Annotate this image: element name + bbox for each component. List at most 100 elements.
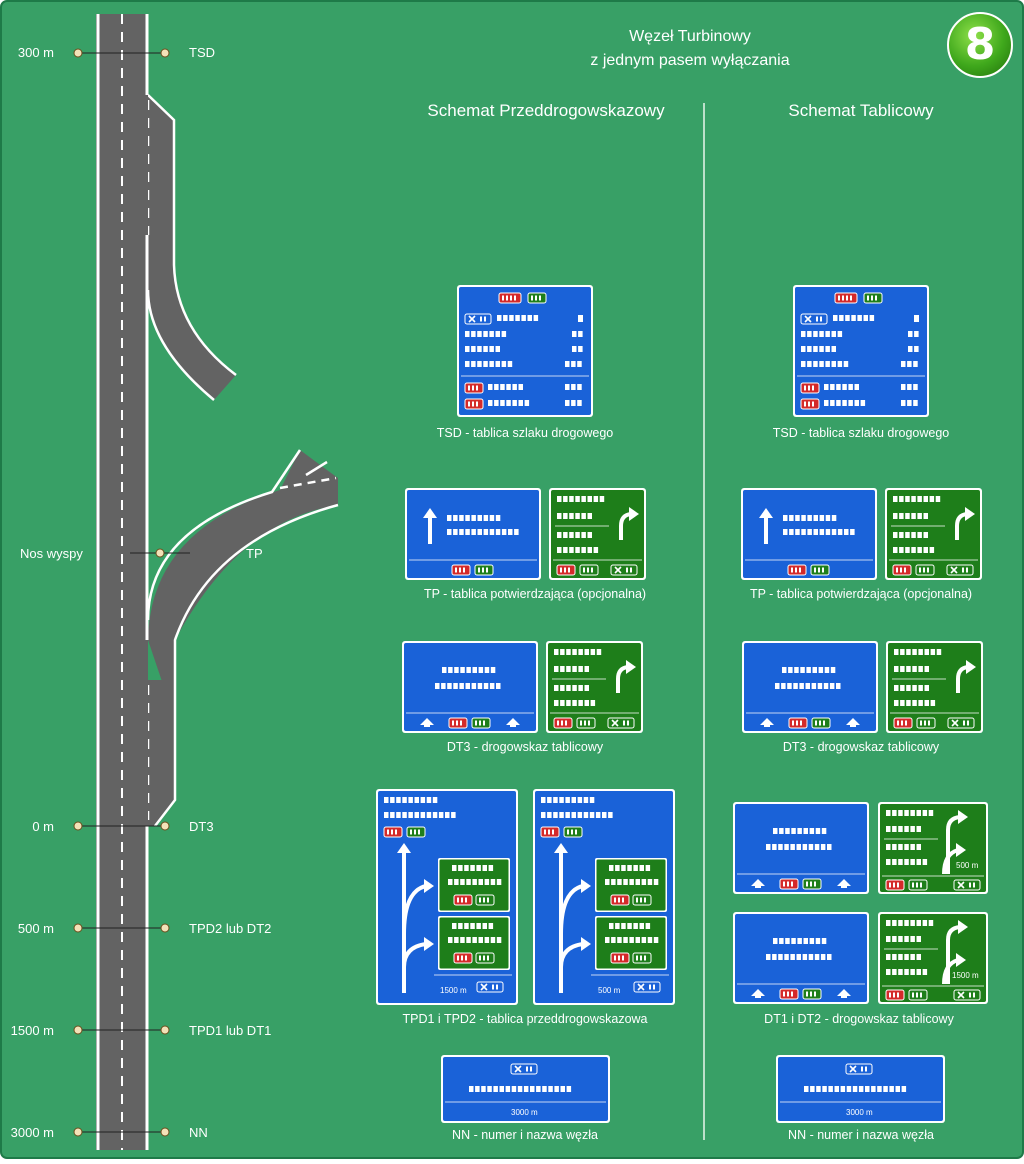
text-block [827,954,832,960]
route-ref-bar [461,955,463,961]
text-block [484,667,490,673]
route-ref-bar [468,401,470,407]
text-block [590,700,596,706]
route-ref-bar [812,385,814,391]
text-block [894,685,899,691]
text-block [478,879,483,885]
text-block [789,515,794,521]
text-block [488,865,494,871]
text-block [605,879,610,885]
text-block [563,547,568,553]
route-ref-bar [455,567,457,573]
route-ref-bar [452,720,454,726]
text-block [905,532,910,538]
route-ref-bar [531,295,533,301]
route-ref-bar [552,829,554,835]
text-block [589,797,595,803]
junction-symbol [957,991,965,999]
text-block [807,529,812,535]
text-block [499,1086,504,1092]
text-block [908,331,913,337]
text-block [886,920,891,926]
text-block [452,865,457,871]
junction-symbol [951,719,959,727]
text-block [893,513,898,519]
text-block [900,666,905,672]
text-block [384,797,389,803]
text-block [554,1086,559,1092]
text-block [836,683,841,689]
text-block [898,859,903,865]
text-block [384,812,389,818]
text-block [453,683,458,689]
junction-bar [496,984,498,990]
text-block [893,496,898,502]
sign-face [795,287,927,415]
text-block [490,937,496,943]
text-block [495,361,500,367]
text-block [910,810,915,816]
text-block [581,547,586,553]
text-block [581,532,586,538]
text-block [815,828,821,834]
text-block [910,969,915,975]
junction-bar [969,992,971,998]
text-block [496,937,502,943]
caption-right-tp: TP - tablica potwierdzająca (opcjonalna) [749,587,973,601]
text-block [566,666,571,672]
route-ref-bar [548,829,550,835]
text-block [587,532,592,538]
text-block [912,649,917,655]
text-block [825,361,830,367]
text-block [783,529,788,535]
route-ref-bar [810,881,812,887]
marker-dot-nos [155,548,165,558]
text-block [785,828,790,834]
text-block [517,1086,523,1092]
text-block [578,666,583,672]
text-block [901,1086,907,1092]
junction-symbol [957,881,965,889]
text-block [796,844,801,850]
text-block [813,529,818,535]
text-block [892,810,897,816]
route-ref-bar [588,720,590,726]
arrow-head [581,937,591,951]
text-block [575,532,580,538]
text-block [910,936,915,942]
marker-dot [73,1127,83,1137]
text-block [904,969,909,975]
text-block [775,683,780,689]
text-block [583,812,589,818]
junction-box [510,1063,538,1075]
text-block [466,937,471,943]
route-ref-bar [575,829,577,835]
text-block [894,700,899,706]
text-block [420,812,426,818]
route-ref-bar [815,720,817,726]
route-ref-bar [636,955,638,961]
text-block [852,1086,858,1092]
route-ref-bar [636,897,638,903]
text-block [554,685,559,691]
text-block [831,346,836,352]
junction-symbol [804,315,812,323]
text-block [766,954,771,960]
text-block [802,844,808,850]
tp-green-sign-right [885,488,982,580]
junction-bar [526,1066,528,1072]
text-block [845,315,850,321]
route-ref-bar [850,295,852,301]
text-block [906,649,911,655]
text-block [851,315,856,321]
route-ref-bar [871,295,873,301]
junction-box [946,564,974,576]
text-block [813,346,818,352]
road-label-tpd1-dt1: TPD1 lub DT1 [189,1023,272,1038]
title-line-2: z jednym pasem wyłączania [590,52,790,69]
route-ref-bar [812,401,814,407]
distance-dt1: 1500 m [952,971,979,980]
text-block [578,685,583,691]
route-ref-bar [792,720,794,726]
text-block [842,384,847,390]
